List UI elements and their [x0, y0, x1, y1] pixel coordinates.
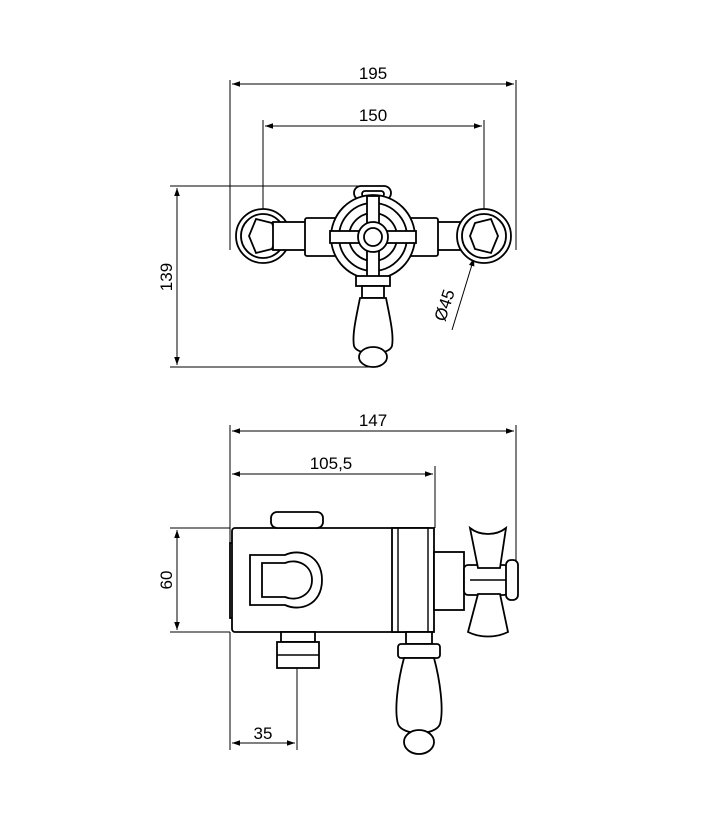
front-view: 195 150 139 Ø45	[157, 64, 517, 368]
dimension-outlet-offset: 35	[229, 632, 298, 750]
right-wall-flange	[435, 208, 512, 264]
dimension-overall-depth: 147	[229, 411, 517, 565]
dim-label-147: 147	[359, 411, 387, 430]
outlet-connector	[276, 631, 320, 669]
dim-label-139: 139	[157, 263, 176, 291]
dim-label-d45: Ø45	[431, 287, 459, 323]
dim-label-60: 60	[157, 571, 176, 590]
inlet-elbow	[249, 551, 323, 609]
valve-body-side	[229, 511, 435, 633]
dimension-body-height: 60	[157, 527, 230, 633]
side-view: 147 105,5 60 35	[157, 411, 519, 755]
dim-label-150: 150	[359, 106, 387, 125]
dimension-body-depth: 105,5	[232, 454, 436, 528]
dimension-flange-diameter: Ø45	[431, 257, 475, 331]
dim-label-35: 35	[254, 724, 273, 743]
cross-handle-side	[433, 525, 519, 638]
dim-label-105-5: 105,5	[310, 454, 353, 473]
dim-label-195: 195	[359, 64, 387, 83]
left-wall-flange	[235, 208, 309, 264]
lever-handle-front	[352, 275, 394, 368]
lever-handle-side	[395, 631, 443, 755]
dimension-height: 139	[157, 185, 378, 368]
cross-handle-front	[329, 195, 417, 279]
dimension-overall-width: 195	[229, 64, 517, 250]
